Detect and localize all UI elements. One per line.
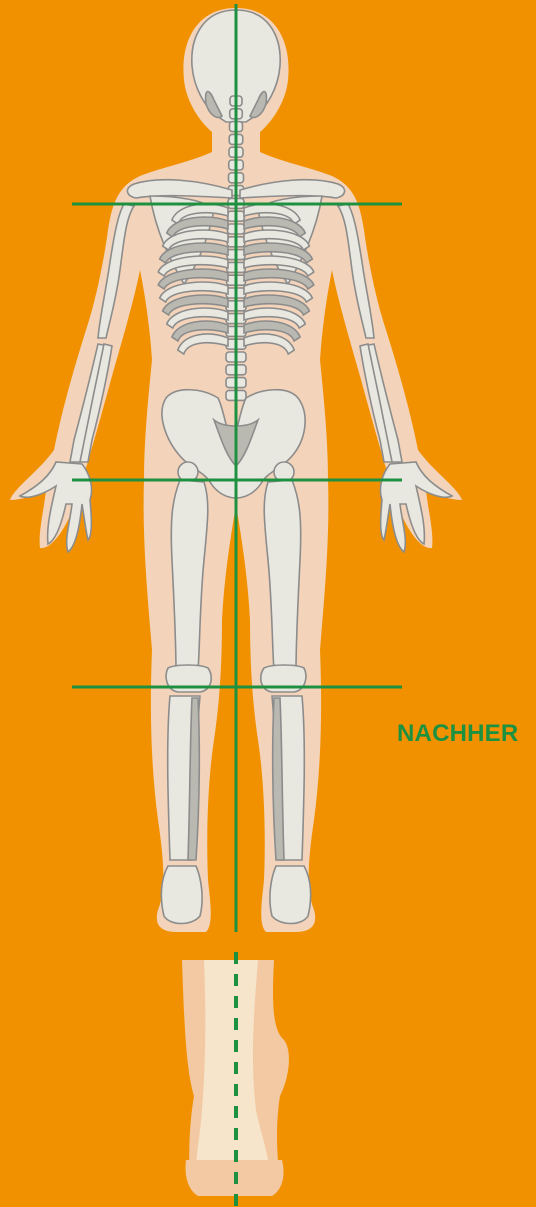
- after-label: NACHHER: [397, 720, 518, 748]
- alignment-lines: [72, 4, 402, 1207]
